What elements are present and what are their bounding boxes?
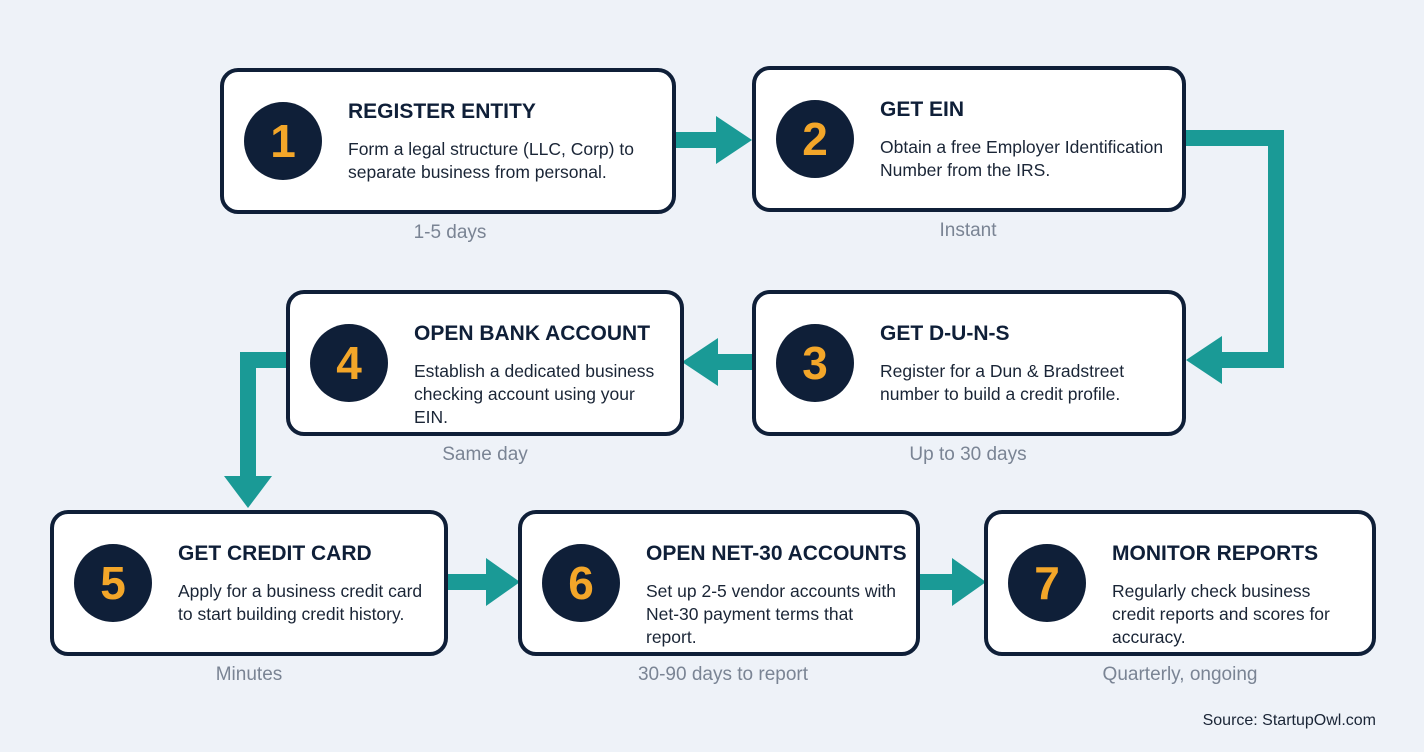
step-title: GET CREDIT CARD [178, 542, 372, 565]
step-card-1: 1 REGISTER ENTITY Form a legal structure… [220, 68, 676, 214]
step-description: Apply for a business credit card to star… [178, 581, 423, 624]
step-description: Form a legal structure (LLC, Corp) to se… [348, 139, 634, 182]
step-card-5: 5 GET CREDIT CARD Apply for a business c… [50, 510, 448, 656]
step-duration-2: Instant [939, 220, 997, 241]
arrow-4-to-5 [224, 352, 288, 508]
step-number-badge: 6 [542, 544, 620, 622]
step-duration-5: Minutes [215, 664, 283, 685]
step-title: OPEN BANK ACCOUNT [414, 322, 651, 345]
source-credit: Source: StartupOwl.com [1202, 712, 1376, 729]
step-title: MONITOR REPORTS [1112, 542, 1319, 565]
arrow-6-to-7 [918, 558, 986, 606]
step-title: GET EIN [880, 98, 965, 121]
step-card-2: 2 GET EIN Obtain a free Employer Identif… [752, 66, 1186, 212]
step-number-badge: 3 [776, 324, 854, 402]
step-duration-6: 30-90 days to report [637, 664, 809, 685]
step-duration-1: 1-5 days [413, 222, 487, 243]
step-card-6: 6 OPEN NET-30 ACCOUNTS Set up 2-5 vendor… [518, 510, 920, 656]
step-number-badge: 1 [244, 102, 322, 180]
step-number-badge: 7 [1008, 544, 1086, 622]
step-duration-7: Quarterly, ongoing [1102, 664, 1258, 685]
step-description: Regularly check business credit reports … [1112, 581, 1330, 647]
step-description: Set up 2-5 vendor accounts with Net-30 p… [646, 581, 897, 647]
step-duration-4: Same day [442, 444, 528, 465]
step-card-3: 3 GET D-U-N-S Register for a Dun & Brads… [752, 290, 1186, 436]
step-description: Obtain a free Employer Identification Nu… [880, 137, 1164, 180]
step-card-4: 4 OPEN BANK ACCOUNT Establish a dedicate… [286, 290, 684, 436]
step-card-7: 7 MONITOR REPORTS Regularly check busine… [984, 510, 1376, 656]
arrow-5-to-6 [444, 558, 520, 606]
arrow-1-to-2 [674, 116, 752, 164]
step-description: Register for a Dun & Bradstreet number t… [880, 361, 1125, 404]
step-number-badge: 2 [776, 100, 854, 178]
step-description: Establish a dedicated business checking … [414, 361, 655, 427]
step-number-badge: 4 [310, 324, 388, 402]
step-number-badge: 5 [74, 544, 152, 622]
arrow-3-to-4 [682, 338, 754, 386]
step-title: GET D-U-N-S [880, 322, 1010, 345]
step-duration-3: Up to 30 days [909, 444, 1027, 465]
step-title: REGISTER ENTITY [348, 100, 536, 123]
arrow-2-to-3 [1184, 130, 1284, 384]
step-title: OPEN NET-30 ACCOUNTS [646, 542, 907, 565]
